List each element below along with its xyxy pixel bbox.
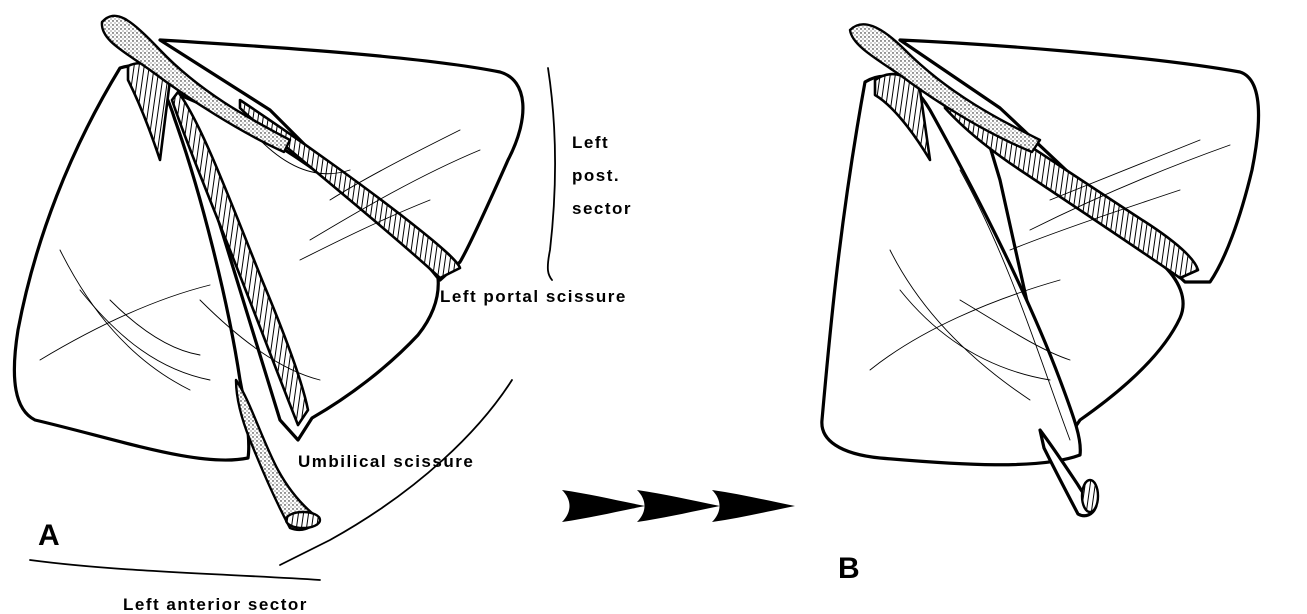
arrow-1 bbox=[562, 490, 645, 522]
arrow-2 bbox=[637, 490, 720, 522]
panel-b-label: B bbox=[838, 552, 860, 585]
b-umbilical-vein-stump bbox=[1082, 480, 1098, 512]
umbilical-vein-stump bbox=[286, 512, 320, 528]
label-left-post-sector-line3: sector bbox=[572, 199, 632, 218]
label-left-post-sector-line1: Left bbox=[572, 133, 609, 152]
post-sector-brace bbox=[548, 68, 555, 280]
transition-arrows bbox=[562, 490, 795, 522]
label-left-anterior-sector: Left anterior sector bbox=[123, 595, 308, 614]
label-left-portal-scissure: Left portal scissure bbox=[440, 287, 627, 306]
panel-b-drawing bbox=[822, 24, 1259, 515]
panel-a-label: A bbox=[38, 519, 60, 552]
label-left-post-sector-line2: post. bbox=[572, 166, 620, 185]
label-umbilical-scissure: Umbilical scissure bbox=[298, 452, 474, 471]
arrow-3 bbox=[712, 490, 795, 522]
